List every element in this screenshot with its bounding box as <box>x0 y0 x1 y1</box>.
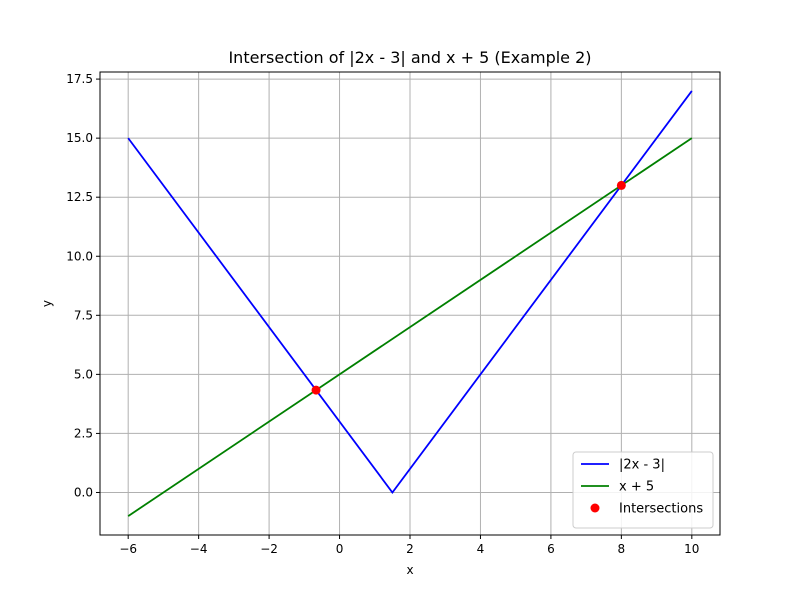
ticks: −6 −4 −2 0 2 4 6 8 10 0.0 2.5 5.0 7.5 10.0 12.5 15.0 17.… <box>66 72 699 556</box>
y-tick-label: 15.0 <box>66 131 93 145</box>
x-tick-label: −6 <box>119 542 137 556</box>
x-axis-label: x <box>406 563 413 577</box>
legend-label: |2x - 3| <box>619 458 665 473</box>
legend-box <box>572 451 714 529</box>
series-layer <box>127 90 693 517</box>
y-tick-label: 2.5 <box>74 426 93 440</box>
series-0-line <box>127 90 693 494</box>
legend: |2x - 3| x + 5 Intersections <box>572 451 714 529</box>
y-axis-label: y <box>40 300 54 307</box>
x-tick-label: −4 <box>190 542 208 556</box>
legend-label: Intersections <box>619 502 703 517</box>
x-tick-label: 0 <box>336 542 344 556</box>
y-tick-label: 5.0 <box>74 367 93 381</box>
legend-label: x + 5 <box>619 480 654 495</box>
intersection-point <box>311 385 321 395</box>
x-tick-label: −2 <box>260 542 278 556</box>
x-tick-label: 10 <box>684 542 699 556</box>
series-1-line <box>127 137 693 517</box>
x-tick-label: 8 <box>618 542 626 556</box>
x-tick-label: 6 <box>547 542 555 556</box>
y-tick-label: 17.5 <box>66 72 93 86</box>
chart-title: Intersection of |2x - 3| and x + 5 (Exam… <box>228 48 591 67</box>
x-tick-label: 4 <box>477 542 485 556</box>
y-tick-label: 7.5 <box>74 308 93 322</box>
y-tick-label: 12.5 <box>66 190 93 204</box>
y-tick-label: 10.0 <box>66 249 93 263</box>
x-tick-label: 2 <box>406 542 414 556</box>
intersection-point <box>616 180 626 190</box>
legend-marker-swatch <box>590 503 600 513</box>
y-tick-label: 0.0 <box>74 485 93 499</box>
